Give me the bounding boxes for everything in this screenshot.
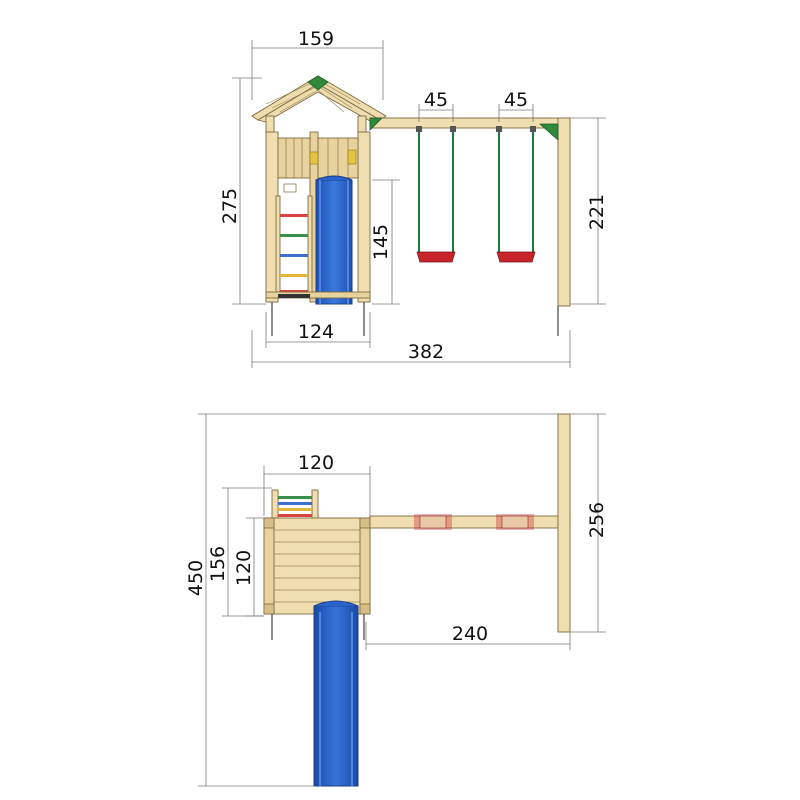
dim-tower-base-width: 124 [298,321,334,343]
dim-platform-height: 145 [370,224,392,260]
top-platform-deck [263,517,371,615]
dim-tower-depth: 156 [207,546,229,582]
dim-swing-frame-width: 256 [586,502,608,538]
side-dimension-lines [232,40,606,368]
swing-frame [369,117,571,307]
swing-leg [557,117,571,307]
side-slide [315,175,353,305]
top-slide [313,600,359,787]
swing-seat-1 [416,126,456,263]
tower-post-right [357,131,371,303]
dim-swing-spacing-right: 45 [504,89,528,111]
dim-roof-width: 159 [298,28,334,50]
dim-total-depth: 450 [185,560,207,596]
dim-platform-depth: 120 [233,550,255,586]
dim-beam-length: 240 [452,623,488,645]
dim-platform-width: 120 [298,452,334,474]
dim-tower-height: 275 [219,188,241,224]
top-view: 120 450 156 120 256 240 [185,413,608,787]
top-swing-beam [369,514,571,530]
swing-beam [369,117,571,129]
top-dimension-lines [198,413,606,787]
dim-swing-beam-height: 221 [586,194,608,230]
top-ladder [271,489,319,519]
tower-wall-boards [277,137,359,193]
top-swing-a-frame [557,413,571,633]
dim-swing-spacing-left: 45 [424,89,448,111]
tower-ladder [275,195,313,297]
tower-roof [251,75,387,133]
dim-total-length: 382 [408,341,444,363]
side-view: 159 45 45 275 145 221 124 382 [219,28,608,368]
swing-seat-2 [496,126,536,263]
